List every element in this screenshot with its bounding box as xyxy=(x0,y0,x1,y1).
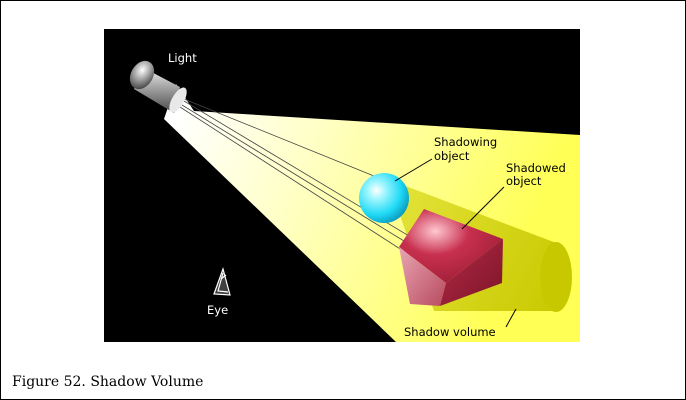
shadow-volume-diagram: Light Shadowing object Shadowed object E… xyxy=(104,29,580,342)
leader-lines xyxy=(394,158,517,328)
shadowed-cube xyxy=(399,209,503,306)
shadowed-object-label-line1: Shadowed xyxy=(506,161,566,175)
spotlight-icon xyxy=(129,60,187,113)
light-label: Light xyxy=(168,51,197,65)
shadowed-object-label-line2: object xyxy=(506,174,542,188)
eye-label: Eye xyxy=(207,303,228,317)
eye-icon xyxy=(213,266,231,296)
shadow-volume-label: Shadow volume xyxy=(404,325,496,339)
figure-caption: Figure 52. Shadow Volume xyxy=(12,374,204,390)
shadowing-object-label-line1: Shadowing xyxy=(434,135,497,149)
shadowing-sphere xyxy=(359,173,409,223)
shadowing-object-label-line2: object xyxy=(434,149,470,163)
light-rays xyxy=(179,98,440,275)
